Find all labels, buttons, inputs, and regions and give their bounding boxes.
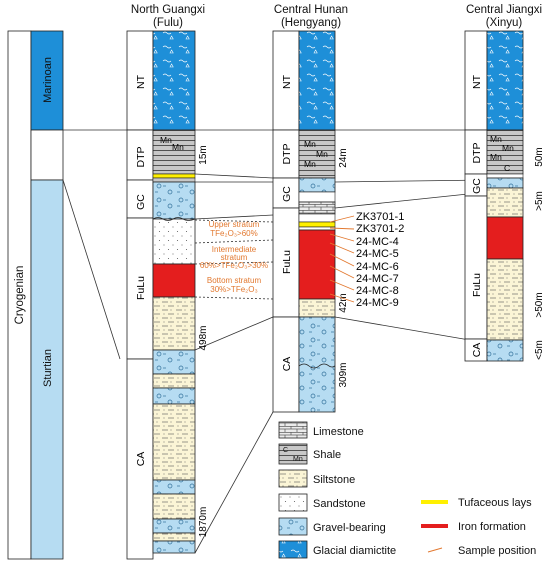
column-central-hunan: NT DTP GC FuLu CA Mn Mn Mn 24m 42m 309m (272, 30, 349, 413)
jiangxi-ca-thickness: <5m (534, 340, 545, 360)
north-fulu-label: FuLu (135, 276, 147, 300)
jiangxi-nt-label: NT (471, 74, 483, 89)
limestone-swatch (278, 421, 308, 439)
central-title-line1: Central Hunan (274, 4, 348, 16)
strata-notes: Upper stratum TFe₂O₃>60% Intermediate st… (200, 220, 268, 294)
marinoan-box (30, 30, 64, 131)
cryogenian-label: Cryogenian (14, 266, 26, 325)
sample-swatch (427, 547, 443, 553)
north-nt-label: NT (135, 74, 147, 89)
intermediate-stratum-line1: Intermediate (212, 245, 257, 254)
sample-label: 24-MC-7 (356, 273, 399, 285)
sample-label: 24-MC-9 (356, 297, 399, 309)
sample-label: 24-MC-8 (356, 285, 399, 297)
central-ca-label: CA (281, 357, 293, 372)
central-gc-label: GC (281, 186, 293, 202)
sample-label: 24-MC-6 (356, 261, 399, 273)
diamictite-swatch (278, 540, 308, 559)
north-fulu-thickness: 498m (198, 325, 209, 350)
legend-label-iron: Iron formation (458, 521, 526, 533)
jiangxi-mn-1: Mn (490, 134, 502, 144)
jiangxi-fulu-label: FuLu (471, 273, 483, 297)
legend: Limestone C Mn Shale Siltstone Sandstone… (278, 421, 536, 559)
central-dtp-label: DTP (281, 144, 293, 165)
north-gc-label: GC (135, 194, 147, 210)
marinoan-label: Marinoan (42, 57, 54, 103)
sample-label: 24-MC-5 (356, 248, 399, 260)
legend-item-tuff: Tufaceous lays (421, 497, 532, 509)
jiangxi-title-line2: (Xinyu) (486, 17, 523, 29)
jiangxi-dtp-label: DTP (471, 143, 483, 164)
legend-label-shale: Shale (313, 449, 341, 461)
sturtian-box (30, 179, 64, 560)
shale-c-mark: C (283, 447, 288, 454)
upper-stratum-line2: TFe₂O₃>60% (210, 229, 258, 238)
column-central-jiangxi: NT DTP GC FuLu CA Mn Mn Mn C 50m >5m >50… (464, 30, 545, 362)
siltstone-swatch (278, 469, 308, 488)
central-fulu-thickness: 42m (338, 293, 349, 312)
intermediate-stratum-line2: stratum (221, 253, 248, 262)
intermediate-stratum-line3: 60%>TFe₂O₃>30% (200, 261, 268, 270)
legend-item-sample: Sample position (427, 545, 536, 557)
legend-label-sample: Sample position (458, 545, 536, 557)
legend-item-iron: Iron formation (421, 521, 526, 533)
legend-item-diamictite: Glacial diamictite (278, 540, 396, 559)
sample-label: ZK3701-1 (356, 211, 404, 223)
legend-label-limestone: Limestone (313, 426, 364, 438)
north-dtp-thickness: 15m (198, 145, 209, 164)
north-ca-label: CA (135, 452, 147, 467)
sturtian-label: Sturtian (42, 349, 54, 387)
north-dtp-label: DTP (135, 147, 147, 168)
legend-item-gravel: Gravel-bearing (278, 517, 386, 536)
north-mn-2: Mn (172, 142, 184, 152)
central-ca-thickness: 309m (338, 362, 349, 387)
jiangxi-gc-thickness: >5m (534, 191, 545, 211)
legend-label-diamictite: Glacial diamictite (313, 545, 396, 557)
legend-item-siltstone: Siltstone (278, 469, 355, 488)
legend-label-gravel: Gravel-bearing (313, 522, 386, 534)
jiangxi-ca-label: CA (471, 343, 483, 358)
legend-label-siltstone: Siltstone (313, 474, 355, 486)
central-mn-2: Mn (316, 149, 328, 159)
central-nt-label: NT (281, 74, 293, 89)
north-ca-thickness: 1870m (198, 507, 209, 538)
jiangxi-gc-label: GC (471, 178, 483, 194)
jiangxi-title-line1: Central Jiangxi (466, 4, 542, 16)
column-north-guangxi: NT DTP GC FuLu CA Mn Mn 15m 498m 1870m (126, 30, 209, 560)
central-fulu-label: FuLu (281, 250, 293, 274)
jiangxi-mn-3: Mn (490, 152, 502, 162)
shale-swatch (278, 443, 308, 465)
legend-label-sandstone: Sandstone (313, 498, 366, 510)
jiangxi-dtp-thickness: 50m (534, 147, 545, 166)
central-mn-3: Mn (304, 159, 316, 169)
legend-item-sandstone: Sandstone (278, 493, 366, 512)
legend-item-limestone: Limestone (278, 421, 364, 439)
shale-mn-mark: Mn (293, 456, 303, 463)
sandstone-swatch (278, 493, 308, 512)
north-mn-1: Mn (160, 135, 172, 145)
central-dtp-thickness: 24m (338, 148, 349, 167)
legend-label-tuff: Tufaceous lays (458, 497, 532, 509)
sample-label: ZK3701-2 (356, 223, 404, 235)
legend-item-shale: C Mn Shale (278, 443, 341, 465)
gravel-swatch (278, 517, 308, 536)
time-scale: Cryogenian Marinoan Sturtian (7, 30, 64, 560)
jiangxi-mn-2: Mn (502, 143, 514, 153)
north-title-line1: North Guangxi (131, 4, 205, 16)
sample-label: 24-MC-4 (356, 236, 399, 248)
north-title-line2: (Fulu) (153, 17, 183, 29)
bottom-stratum-line1: Bottom stratum (207, 276, 262, 285)
sample-labels: ZK3701-1 ZK3701-2 24-MC-4 24-MC-5 24-MC-… (356, 211, 404, 309)
sample-leaders (329, 215, 355, 303)
jiangxi-c-mark: C (504, 163, 510, 173)
jiangxi-fulu-thickness: >50m (534, 292, 545, 317)
upper-stratum-line1: Upper stratum (209, 220, 260, 229)
central-title-line2: (Hengyang) (281, 17, 341, 29)
bottom-stratum-line2: 30%>TFe₂O₃ (210, 285, 258, 294)
central-mn-1: Mn (304, 139, 316, 149)
